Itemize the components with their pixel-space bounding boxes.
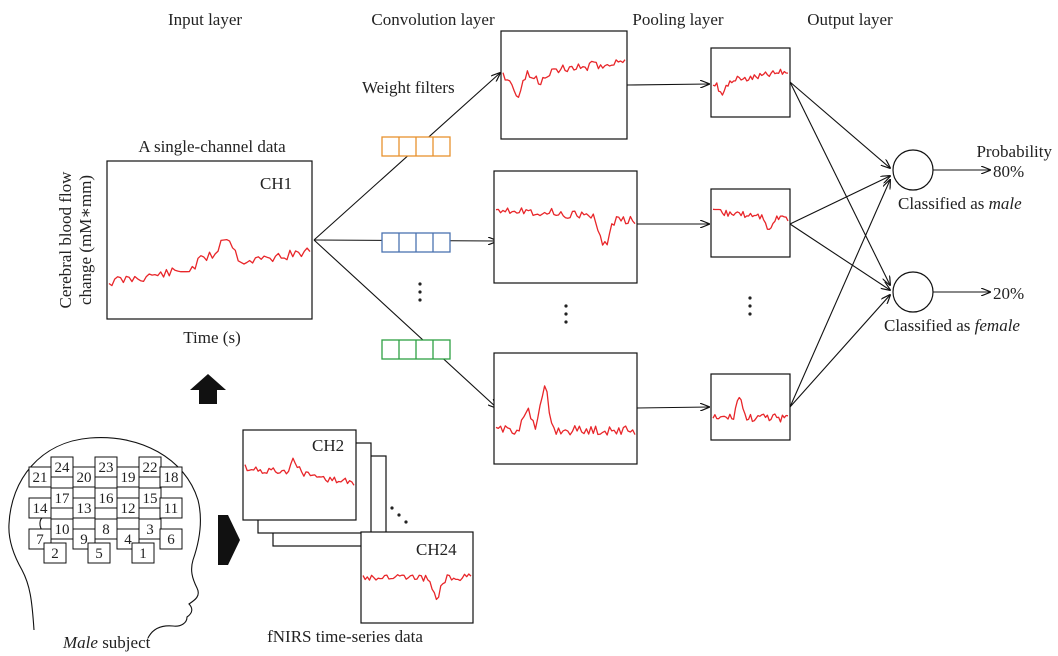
probe-label-13: 13	[77, 501, 92, 517]
pool-box-3	[710, 373, 791, 441]
arrow-conv3-pool3	[636, 407, 709, 408]
conn-p3-male	[789, 180, 890, 408]
fnirs-box-ch24	[360, 531, 474, 624]
subject-gender: Male	[62, 633, 98, 652]
pool-signal-3	[712, 396, 789, 423]
conv-box-1	[500, 30, 628, 140]
output-node-female	[892, 271, 934, 313]
female-classified-label: Classified as female	[884, 316, 1020, 335]
filter-orange	[381, 136, 451, 157]
filter-ellipsis	[418, 282, 422, 302]
ylabel-line2: change (mM∗mm)	[76, 175, 95, 305]
output-layer-title: Output layer	[807, 10, 893, 29]
input-layer-title: Input layer	[168, 10, 242, 29]
male-classified-label: Classified as male	[898, 194, 1022, 213]
ylabel-line1: Cerebral blood flow	[56, 171, 75, 309]
up-arrow-icon	[190, 374, 226, 404]
pool-signal-2	[712, 208, 789, 231]
input-xlabel: Time (s)	[183, 328, 240, 347]
convolution-layer-title: Convolution layer	[371, 10, 495, 29]
probe-label-3: 3	[146, 522, 154, 538]
conv-signal-2	[495, 207, 636, 246]
probe-label-5: 5	[95, 546, 103, 562]
conv-box-2	[493, 170, 638, 284]
filter-blue	[381, 232, 451, 253]
probe-label-15: 15	[143, 491, 158, 507]
probe-label-17: 17	[55, 491, 71, 507]
ch24-signal	[362, 573, 472, 601]
input-signal	[108, 238, 311, 287]
subject-label: Male subject	[62, 633, 151, 652]
probe-label-1: 1	[139, 546, 147, 562]
probe-label-6: 6	[167, 532, 175, 548]
pooling-layer-title: Pooling layer	[632, 10, 723, 29]
probe-label-2: 2	[51, 546, 59, 562]
probe-box-5	[87, 542, 111, 564]
conv-signal-1	[502, 59, 626, 98]
probe-label-14: 14	[33, 501, 49, 517]
conn-p3-female	[789, 295, 890, 408]
head-outline	[8, 437, 202, 639]
probe-label-22: 22	[143, 460, 158, 476]
probe-label-20: 20	[77, 470, 92, 486]
conn-p1-female	[789, 81, 890, 285]
conv-ellipsis	[564, 304, 568, 324]
probe-label-12: 12	[121, 501, 136, 517]
conn-p1-male	[789, 81, 890, 168]
head-ear	[39, 516, 47, 531]
input-ylabel: Cerebral blood flow change (mM∗mm)	[56, 171, 95, 309]
ch24-label: CH24	[416, 540, 457, 559]
female-classified-prefix: Classified as	[884, 316, 975, 335]
subject-suffix: subject	[98, 633, 151, 652]
conv-box-3	[493, 352, 638, 465]
probe-label-18: 18	[164, 470, 179, 486]
male-classified-class: male	[989, 194, 1023, 213]
ch2-signal	[244, 457, 355, 486]
conn-p2-male	[789, 176, 890, 225]
input-signal-box	[106, 160, 313, 320]
weight-filters-label: Weight filters	[362, 78, 455, 97]
probe-box-2	[43, 542, 67, 564]
probe-label-7: 7	[36, 532, 44, 548]
pool-box-2	[710, 188, 791, 258]
input-panel-title: A single-channel data	[138, 137, 286, 156]
probe-label-16: 16	[99, 491, 115, 507]
ch1-label: CH1	[260, 174, 292, 193]
output-node-male	[892, 149, 934, 191]
fnirs-caption: fNIRS time-series data	[267, 627, 423, 646]
fnirs-box-ch2	[242, 429, 357, 521]
probe-label-11: 11	[164, 501, 178, 517]
right-arrow-icon	[218, 515, 240, 565]
probe-label-10: 10	[55, 522, 70, 538]
pool-ellipsis	[748, 296, 752, 316]
male-probability: 80%	[993, 162, 1024, 181]
arrow-input-conv3	[313, 239, 497, 408]
female-classified-class: female	[975, 316, 1021, 335]
female-probability: 20%	[993, 284, 1024, 303]
probe-label-21: 21	[33, 470, 48, 486]
probe-box-18	[159, 466, 183, 488]
pool-signal-1	[712, 68, 789, 96]
arrow-conv1-pool1	[626, 84, 709, 85]
probe-label-8: 8	[102, 522, 110, 538]
male-classified-prefix: Classified as	[898, 194, 989, 213]
conv-signal-3	[495, 385, 636, 436]
probe-box-11	[159, 497, 183, 519]
fnirs-ellipsis	[390, 506, 408, 524]
filter-green	[381, 339, 451, 360]
probe-box-6	[159, 528, 183, 550]
probe-label-19: 19	[121, 470, 136, 486]
probability-label: Probability	[976, 142, 1052, 161]
probe-label-24: 24	[55, 460, 71, 476]
probe-label-23: 23	[99, 460, 114, 476]
probe-label-9: 9	[80, 532, 88, 548]
conn-p2-female	[789, 223, 890, 290]
probe-label-4: 4	[124, 532, 132, 548]
probe-box-1	[131, 542, 155, 564]
pool-box-1	[710, 47, 791, 118]
ch2-label: CH2	[312, 436, 344, 455]
